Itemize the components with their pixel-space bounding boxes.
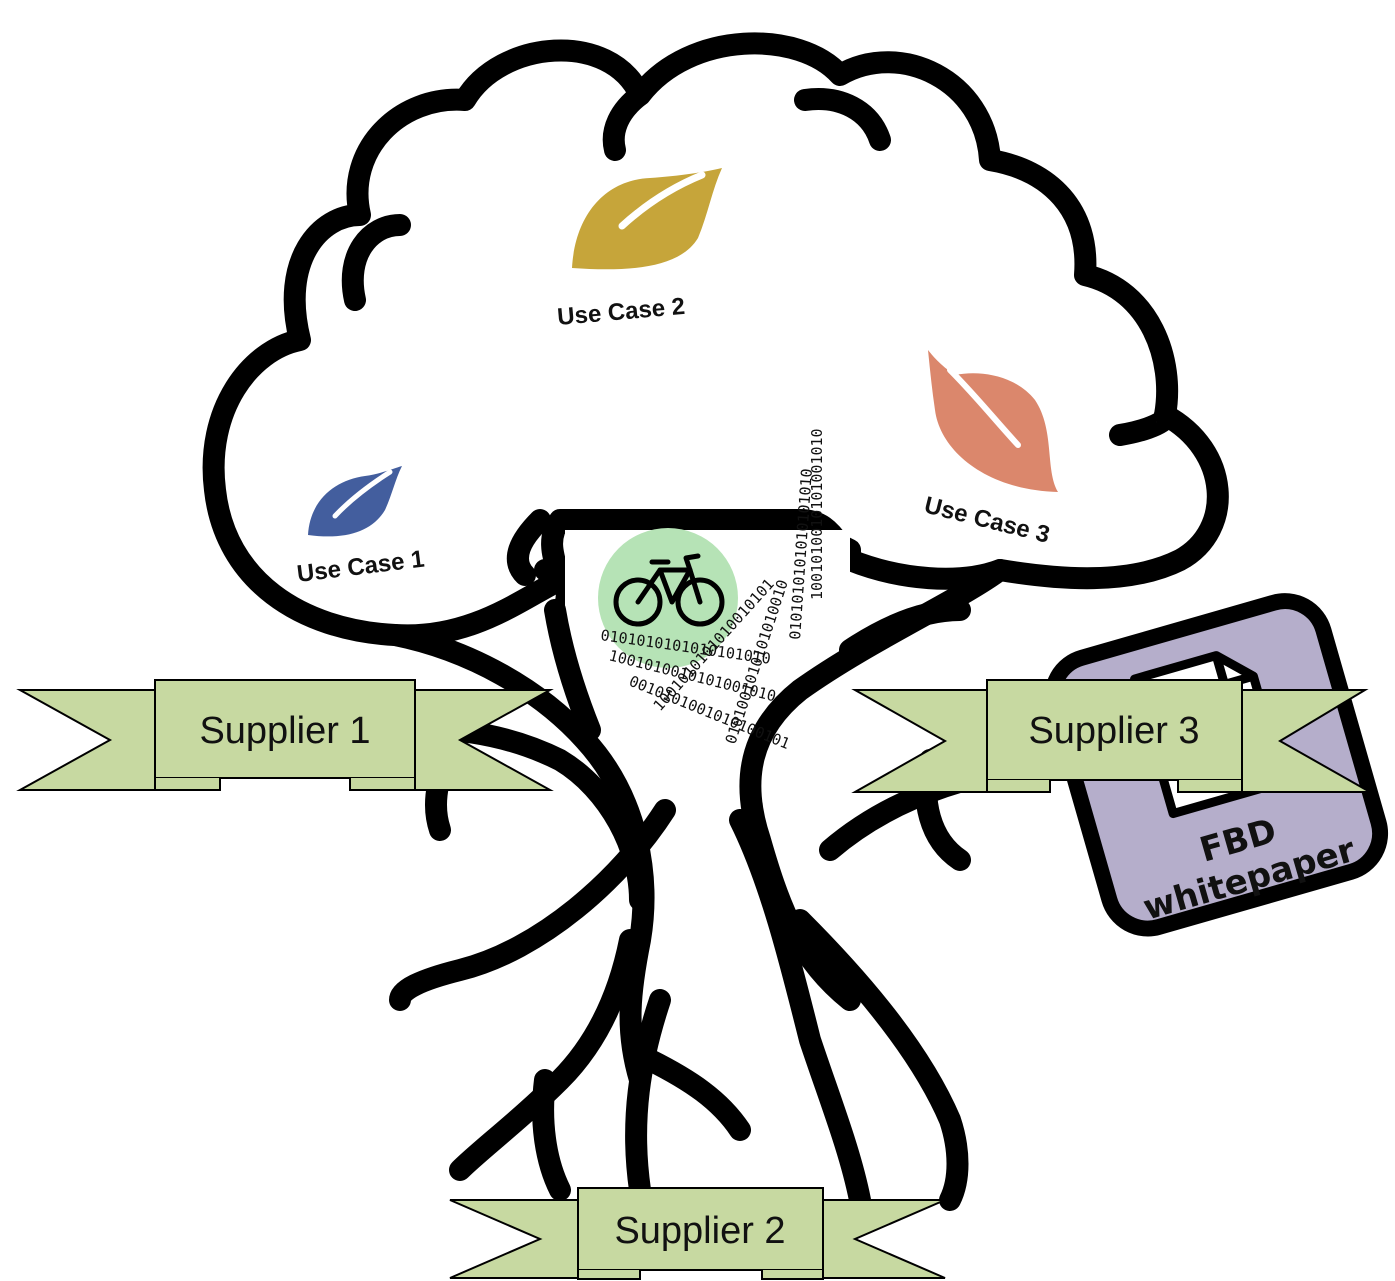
tree-roots bbox=[279, 717, 1141, 1211]
tree-canopy bbox=[202, 32, 1229, 647]
svg-text:1001010010101001010: 1001010010101001010 bbox=[808, 428, 826, 600]
supplier-banner-1: Supplier 1 bbox=[16, 679, 554, 791]
supplier-banner-3: Supplier 3 bbox=[851, 679, 1374, 793]
supplier-2-label: Supplier 2 bbox=[614, 1210, 785, 1252]
supplier-3-label: Supplier 3 bbox=[1028, 710, 1199, 752]
use-case-3-label: Use Case 3 bbox=[922, 492, 1053, 549]
tree-trunk bbox=[384, 509, 1011, 1091]
bicycle-icon bbox=[613, 553, 725, 627]
leaf-use-case-2: Use Case 2 bbox=[556, 168, 722, 331]
leaf-use-case-3: Use Case 3 bbox=[922, 350, 1058, 549]
use-case-1-label: Use Case 1 bbox=[295, 546, 425, 588]
supplier-banner-2: Supplier 2 bbox=[449, 1187, 946, 1280]
leaf-icon bbox=[572, 168, 722, 270]
use-case-2-label: Use Case 2 bbox=[556, 293, 686, 331]
leaf-use-case-1: Use Case 1 bbox=[295, 466, 426, 588]
supplier-1-label: Supplier 1 bbox=[199, 710, 370, 752]
leaf-icon bbox=[308, 466, 402, 537]
